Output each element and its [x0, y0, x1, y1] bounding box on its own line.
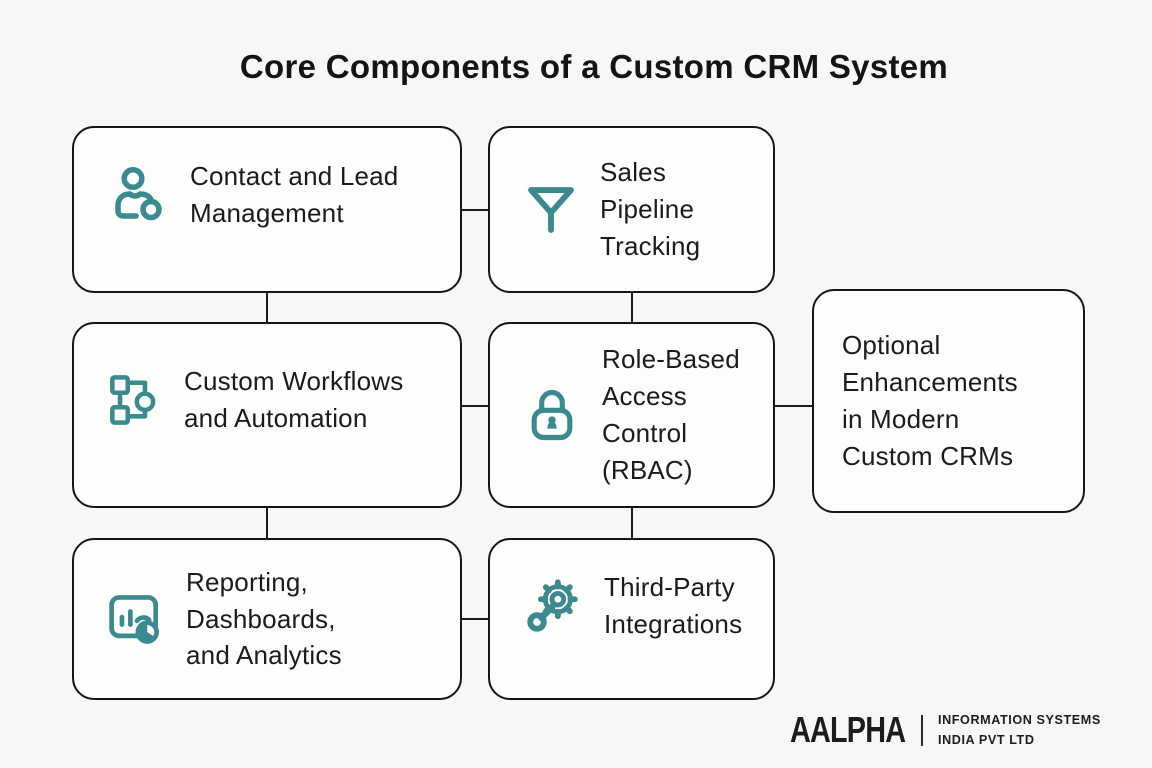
person-contact-icon — [106, 163, 170, 227]
funnel-icon — [522, 181, 580, 239]
tagline-line1: INFORMATION SYSTEMS — [938, 711, 1101, 727]
brand-name: AALPHA — [790, 709, 906, 750]
connector-contact-to-workflows — [266, 293, 268, 322]
brand-tagline: INFORMATION SYSTEMS INDIA PVT LTD — [938, 710, 1101, 750]
box-label: Role-Based Access Control (RBAC) — [602, 344, 740, 485]
connector-workflows-to-rbac — [462, 405, 488, 407]
tagline-line2: INDIA PVT LTD — [938, 732, 1035, 747]
connector-sales-to-rbac — [631, 293, 633, 322]
box-optional-enhancements: Optional Enhancements in Modern Custom C… — [812, 289, 1085, 513]
box-sales-pipeline-tracking: Sales Pipeline Tracking — [488, 126, 775, 293]
connector-rbac-to-optional — [775, 405, 812, 407]
box-label: Third-Party Integrations — [604, 572, 743, 639]
box-label: Contact and Lead Management — [190, 160, 399, 228]
box-custom-workflows-automation: Custom Workflows and Automation — [72, 322, 462, 508]
box-role-based-access-control: Role-Based Access Control (RBAC) — [488, 322, 775, 508]
dashboard-analytics-icon — [106, 589, 166, 649]
lock-icon — [522, 385, 582, 445]
box-third-party-integrations: Third-Party Integrations — [488, 538, 775, 700]
footer-divider — [921, 714, 923, 746]
gear-wrench-icon — [522, 575, 584, 637]
workflow-icon — [106, 371, 164, 429]
connector-workflows-to-reporting — [266, 508, 268, 538]
connector-contact-to-sales — [462, 209, 488, 211]
connector-reporting-to-thirdparty — [462, 618, 488, 620]
box-reporting-dashboards-analytics: Reporting, Dashboards, and Analytics — [72, 538, 462, 700]
box-label: Reporting, Dashboards, and Analytics — [186, 566, 342, 671]
box-contact-lead-management: Contact and Lead Management — [72, 126, 462, 293]
box-label: Custom Workflows and Automation — [184, 366, 404, 433]
connector-rbac-to-thirdparty — [631, 508, 633, 538]
box-label: Optional Enhancements in Modern Custom C… — [842, 330, 1018, 471]
page-title: Core Components of a Custom CRM System — [239, 48, 949, 85]
footer-logo: AALPHA INFORMATION SYSTEMS INDIA PVT LTD — [790, 709, 1106, 751]
box-label: Sales Pipeline Tracking — [600, 157, 701, 261]
